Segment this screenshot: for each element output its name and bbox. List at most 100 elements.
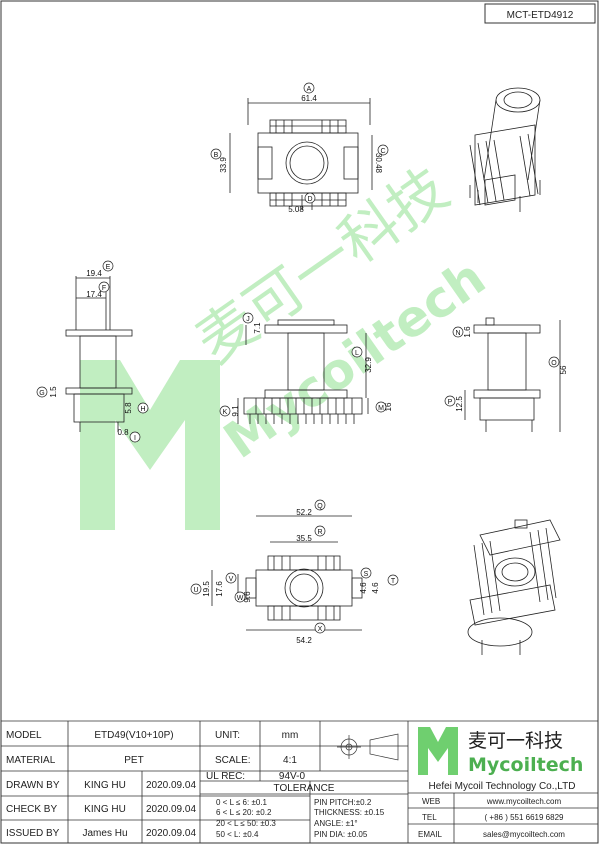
scale-value: 4:1 [283,755,297,766]
label-w: W [237,595,244,602]
tol-row-3: 20 < L ≤ 50: ±0.3 [216,819,276,828]
label-b: B [214,152,219,159]
dim-j: 7.1 [253,322,262,334]
label-o: O [551,360,557,367]
dim-a: 61.4 [301,94,317,103]
dim-u: 19.5 [202,581,211,597]
label-g: G [39,390,44,397]
dim-q: 52.2 [296,508,312,517]
dim-n: 1.6 [463,326,472,338]
web-value: www.mycoiltech.com [486,797,562,806]
ul-value: 94V-0 [279,771,306,782]
tol-row-4: 50 < L: ±0.4 [216,830,259,839]
front-view-center [237,319,369,424]
side-view-labels: N 1.6 O 56 P 12.5 [444,326,568,412]
isometric-view-lower [467,519,561,655]
dim-t: 4.6 [371,582,380,594]
dim-x: 54.2 [296,636,312,645]
issued-by-label: ISSUED BY [6,828,60,839]
dim-c: 30.48 [374,153,383,174]
model-label: MODEL [6,730,42,741]
drawing-number-box: MCT-ETD4912 [484,3,596,24]
tel-label: TEL [422,813,437,822]
dim-s: 4.6 [359,582,368,594]
label-c: C [380,148,385,155]
label-q: Q [317,503,323,510]
dim-w: 9.6 [243,591,252,603]
dim-v: 17.6 [215,581,224,597]
label-f: F [102,285,106,292]
material-value: PET [124,755,143,766]
dim-m: 16 [384,402,393,411]
tol-row-2: 6 < L ≤ 20: ±0.2 [216,808,272,817]
email-label: EMAIL [418,830,443,839]
projection-symbol [337,733,399,761]
dim-b: 33.9 [219,157,228,173]
front-view-labels: E 19.4 F 17.4 G 1.5 H 5.8 I 0.8 [36,260,149,443]
bottom-view-labels: Q 52.2 R 35.5 S 4.6 T 4.6 U 19.5 V 17.6 … [190,499,399,645]
email-value: sales@mycoiltech.com [483,830,565,839]
label-d: D [307,196,312,203]
dim-k: 9.1 [231,405,240,417]
front-view-center-labels: J 7.1 K 9.1 L 32.9 M 16 [219,312,393,417]
unit-label: UNIT: [215,730,240,741]
bottom-view [211,515,363,631]
drawn-by-value: KING HU [84,780,126,791]
drawn-by-label: DRAWN BY [6,780,60,791]
label-r: R [317,529,322,536]
drawn-date: 2020.09.04 [146,780,196,791]
dim-h: 5.8 [124,402,133,414]
tol-right-2: THICKNESS: ±0.15 [314,808,385,817]
dim-g: 1.5 [49,386,58,398]
check-by-value: KING HU [84,804,126,815]
label-i: I [134,435,136,442]
title-block [1,720,598,843]
label-j: J [246,316,250,323]
scale-label: SCALE: [215,755,251,766]
label-e: E [106,264,111,271]
dim-d: 5.08 [288,205,304,214]
issued-by-value: James Hu [82,828,127,839]
label-m: M [378,405,384,412]
label-h: H [140,406,145,413]
label-t: T [391,578,396,585]
drawing-number: MCT-ETD4912 [507,10,574,21]
title-block-text: MODEL ETD49(V10+10P) MATERIAL PET DRAWN … [6,727,583,839]
label-k: K [223,409,228,416]
dim-p: 12.5 [455,396,464,412]
unit-value: mm [282,730,299,741]
material-label: MATERIAL [6,755,56,766]
tolerance-title: TOLERANCE [274,783,335,794]
check-by-label: CHECK BY [6,804,57,815]
check-date: 2020.09.04 [146,804,196,815]
label-p: P [448,399,453,406]
label-s: S [364,571,369,578]
side-view [464,317,561,432]
ul-label: UL REC: [206,771,245,782]
label-x: X [318,626,323,633]
company-en: Mycoiltech [468,754,583,776]
issued-date: 2020.09.04 [146,828,196,839]
dim-l: 32.9 [364,357,373,373]
web-label: WEB [422,797,440,806]
company-cn: 麦可一科技 [468,730,563,752]
tol-right-1: PIN PITCH:±0.2 [314,798,372,807]
label-a: A [307,86,312,93]
top-view [229,98,373,210]
dim-e: 19.4 [86,269,102,278]
tol-right-4: PIN DIA: ±0.05 [314,830,368,839]
dim-i: 0.8 [117,428,129,437]
isometric-view-upper [469,87,541,212]
dim-o: 56 [559,365,568,374]
label-v: V [229,576,234,583]
watermark-logo [80,360,220,530]
tol-row-1: 0 < L ≤ 6: ±0.1 [216,798,268,807]
label-u: U [193,587,198,594]
model-value: ETD49(V10+10P) [94,730,173,741]
tel-value: ( +86 ) 551 6619 6829 [485,813,565,822]
dim-r: 35.5 [296,534,312,543]
label-l: L [355,350,359,357]
top-view-labels: A 61.4 B 33.9 C 30.48 D 5.08 [210,82,389,214]
